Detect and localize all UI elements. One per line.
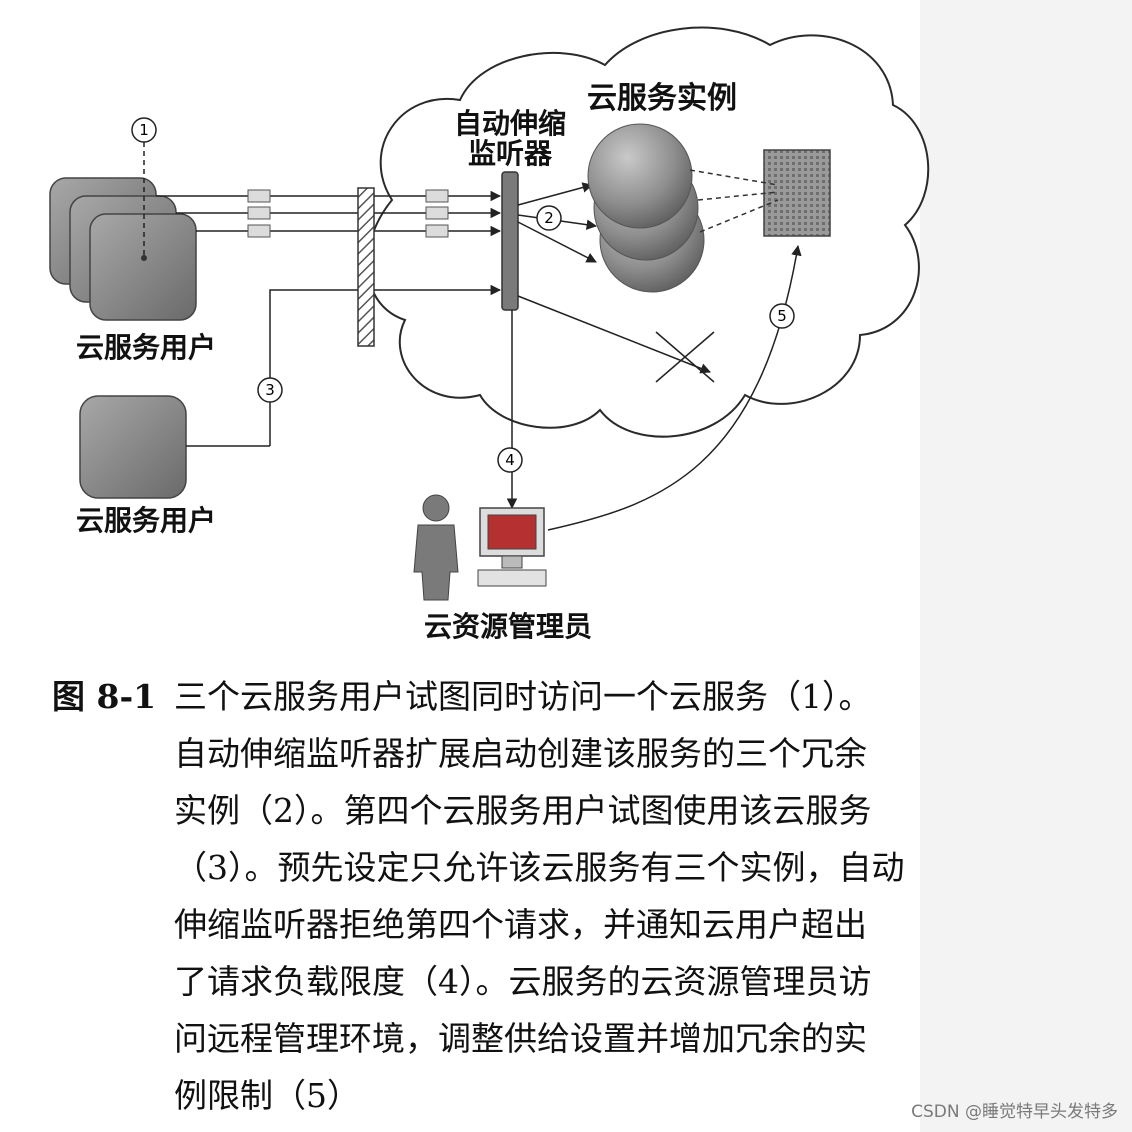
step-2-label: 2 [544,209,554,227]
caption-line: 伸缩监听器拒绝第四个请求，并通知云用户超出 [174,896,914,953]
autoscaling-listener-label-line2: 监听器 [468,137,553,170]
consumer-icon [80,396,186,498]
caption-line: 自动伸缩监听器扩展启动创建该服务的三个冗余 [174,725,914,782]
autoscaling-listener-icon [502,172,518,310]
step-5-label: 5 [777,307,787,325]
barrier-icon [358,188,374,346]
caption-line: 问远程管理环境，调整供给设置并增加冗余的实 [174,1010,914,1067]
step-1-label: 1 [139,121,149,139]
step-4-label: 4 [505,451,515,469]
consumer-label-2: 云服务用户 [76,504,216,537]
caption-line: 三个云服务用户试图同时访问一个云服务（1）。 [174,668,914,725]
caption-line: （3）。预先设定只允许该云服务有三个实例，自动 [174,839,914,896]
consumer-group-icon [50,178,196,320]
step-3-label: 3 [265,381,275,399]
consumer-label-1: 云服务用户 [76,331,216,364]
cloud-service-instances-label: 云服务实例 [587,81,737,116]
autoscaling-listener-label-line1: 自动伸缩 [454,107,566,140]
caption-line: 例限制（5） [174,1067,914,1124]
administrator-label: 云资源管理员 [424,610,592,643]
computer-icon [478,508,546,586]
caption-line: 了请求负载限度（4）。云服务的云资源管理员访 [174,953,914,1010]
caption-line: 实例（2）。第四个云服务用户试图使用该云服务 [174,782,914,839]
administrator-icon [414,495,458,600]
figure-number: 图 8-1 [52,668,156,725]
watermark: CSDN @睡觉特早头发特多 [911,1097,1118,1122]
